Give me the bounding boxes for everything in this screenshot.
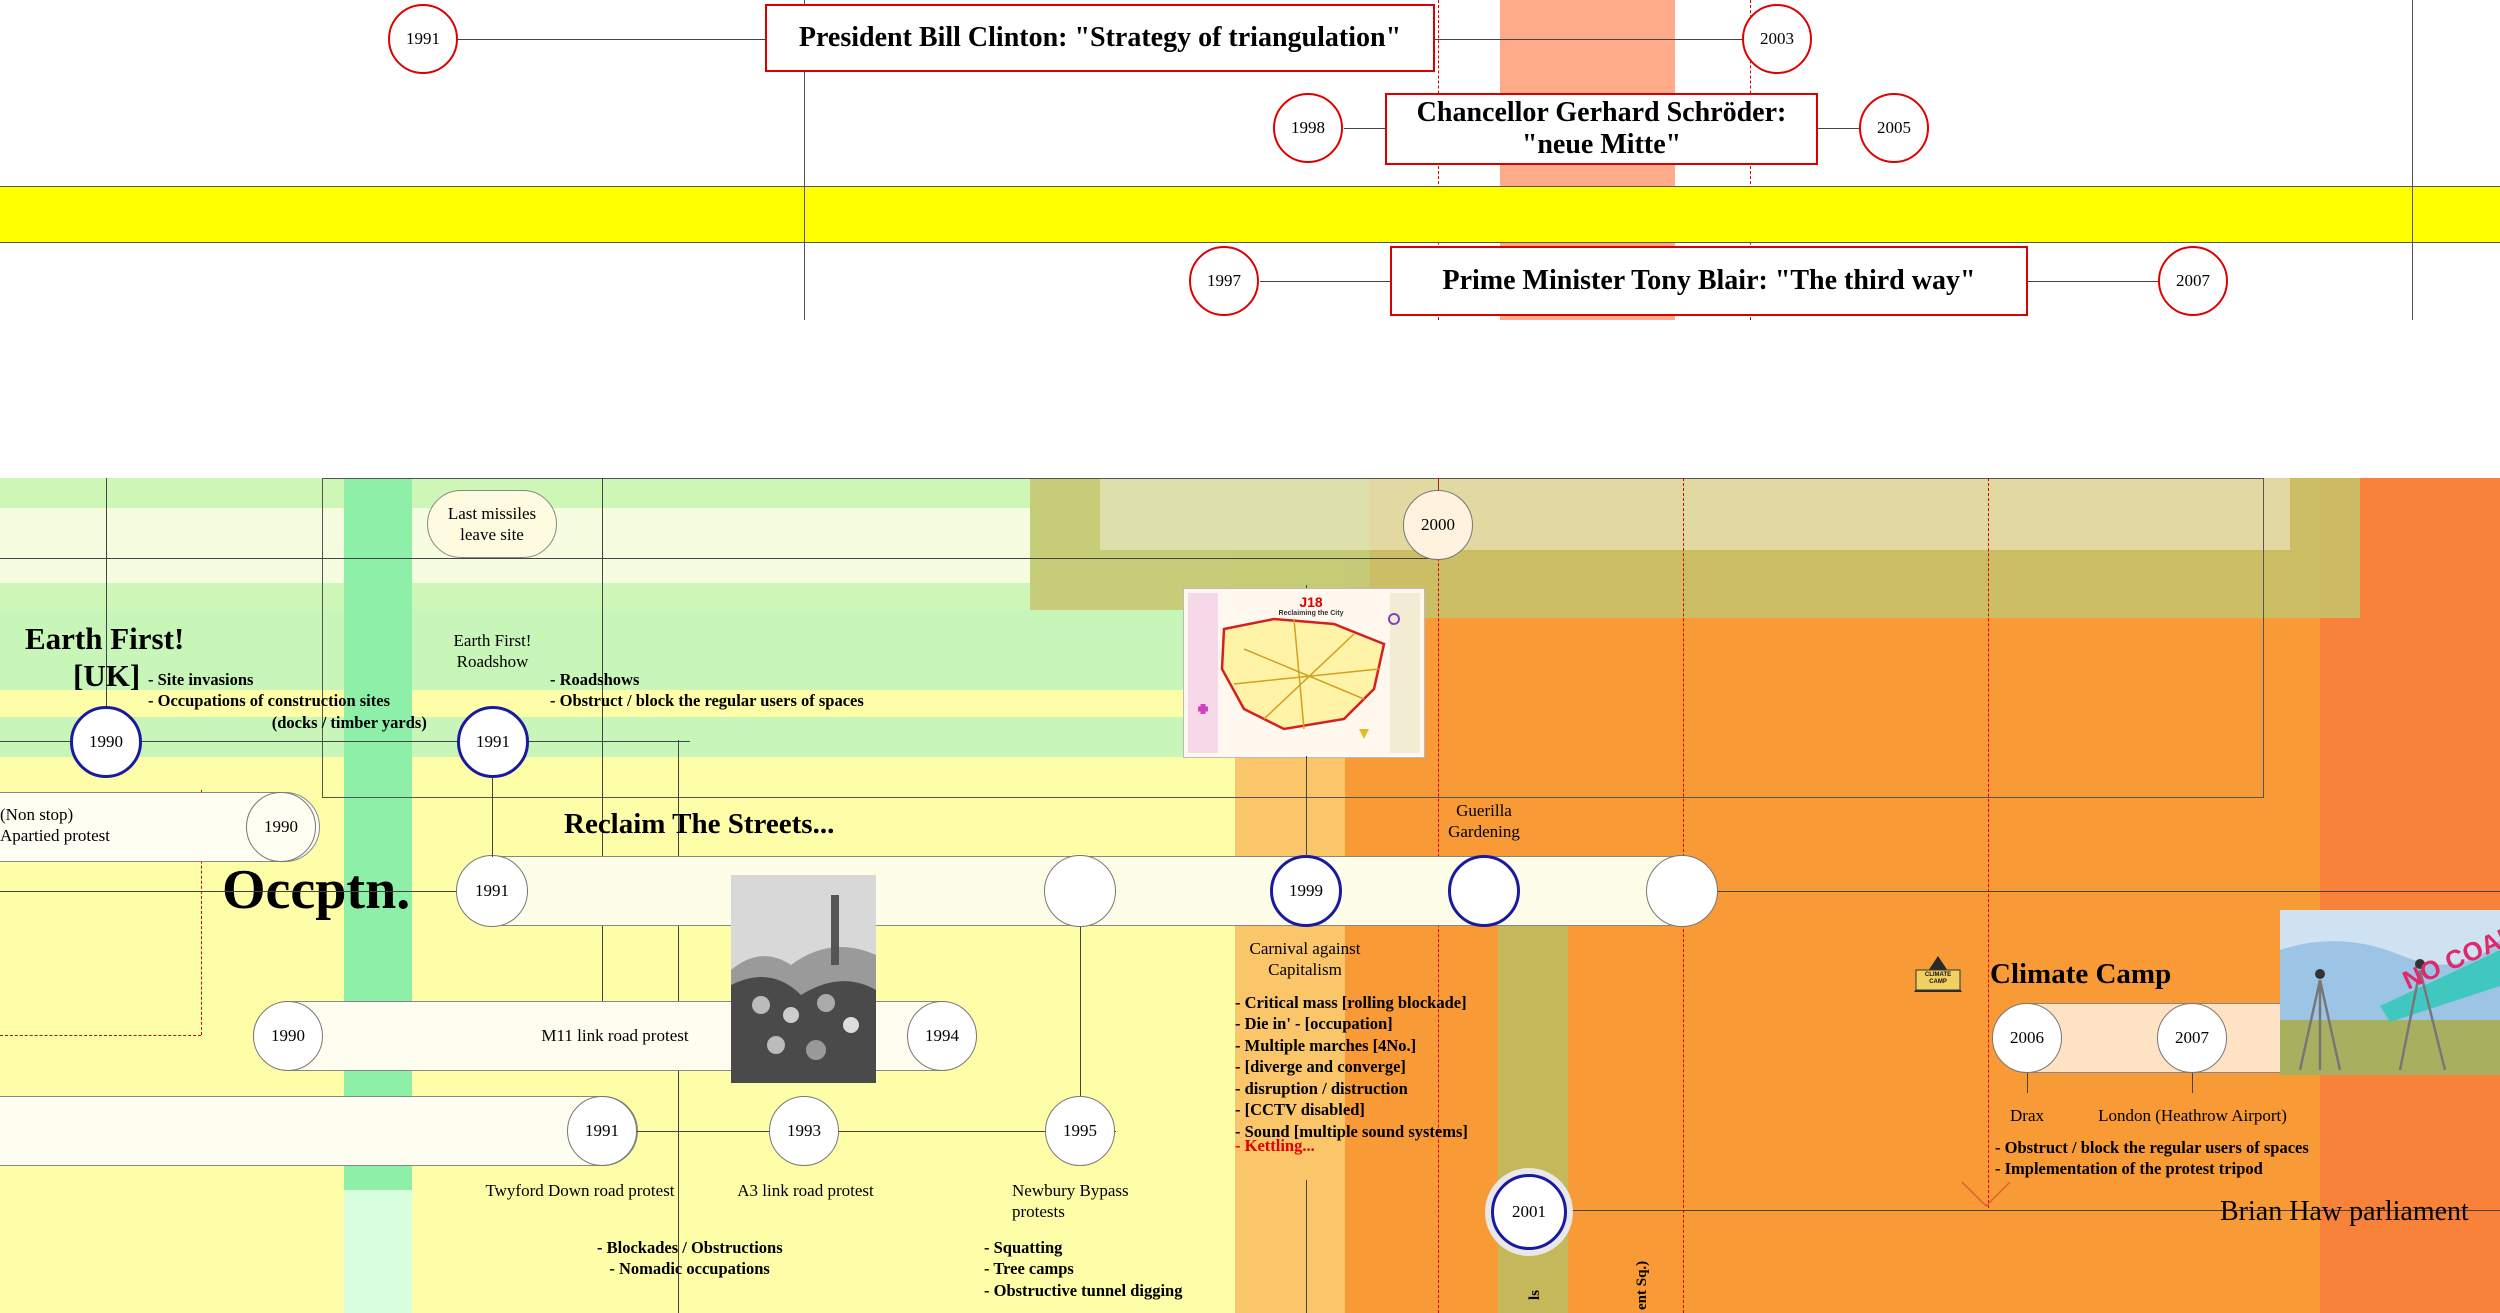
climate-camp-logo-line1: CLIMATE bbox=[1916, 972, 1960, 979]
blair-start-year: 1997 bbox=[1189, 246, 1259, 316]
twyford-pill bbox=[0, 1096, 638, 1166]
newbury-year: 1995 bbox=[1045, 1096, 1115, 1166]
rts-node-empty-1 bbox=[1044, 855, 1116, 927]
climate-camp-year-2006: 2006 bbox=[1992, 1003, 2062, 1073]
brian-year: 2001 bbox=[1491, 1174, 1567, 1250]
j18-connector bbox=[1306, 756, 1307, 856]
schroder-label-line2: "neue Mitte" bbox=[1522, 129, 1681, 161]
a3-year: 1993 bbox=[769, 1096, 839, 1166]
rts-node-end bbox=[1646, 855, 1718, 927]
roads-bullets-left: - Blockades / Obstructions - Nomadic occ… bbox=[597, 1237, 783, 1280]
schroder-label-line1: Chancellor Gerhard Schröder: bbox=[1417, 97, 1787, 129]
occptn-title: Occptn. bbox=[222, 858, 410, 922]
m11-label: M11 link road protest bbox=[520, 1025, 710, 1046]
london-label: London (Heathrow Airport) bbox=[2080, 1105, 2305, 1126]
vertical-text-left: ls bbox=[1527, 1290, 1544, 1300]
climate-camp-logo: CLIMATE CAMP bbox=[1908, 952, 1968, 1006]
schroder-end-year: 2005 bbox=[1859, 93, 1929, 163]
m11-start-year: 1990 bbox=[253, 1001, 323, 1071]
apartheid-year: 1990 bbox=[246, 792, 316, 862]
climate-camp-year-2007: 2007 bbox=[2157, 1003, 2227, 1073]
red-dashed-left-h bbox=[0, 1035, 201, 1036]
rts-mid-year: 1999 bbox=[1270, 855, 1342, 927]
blair-end-year: 2007 bbox=[2158, 246, 2228, 316]
missiles-line2: leave site bbox=[427, 524, 557, 545]
rts-node-guerilla bbox=[1448, 855, 1520, 927]
apartheid-line1: (Non stop) bbox=[0, 804, 110, 825]
j18-map-image: J18 Reclaiming the City bbox=[1183, 588, 1425, 758]
missiles-line1: Last missiles bbox=[427, 503, 557, 524]
rts-start-year: 1991 bbox=[456, 855, 528, 927]
red-arrow-lines bbox=[1960, 1180, 2012, 1210]
carnival-line1: Carnival against bbox=[1235, 938, 1375, 959]
red-arrow-icon bbox=[1960, 1180, 2012, 1210]
top-vertical-divider-right bbox=[2412, 0, 2413, 320]
climate-camp-logo-line2: CAMP bbox=[1916, 979, 1960, 986]
blair-label: Prime Minister Tony Blair: "The third wa… bbox=[1390, 246, 2028, 316]
rts-title: Reclaim The Streets... bbox=[564, 808, 834, 841]
guerilla-line1: Guerilla bbox=[1430, 800, 1538, 821]
earth-first-year: 1990 bbox=[70, 706, 142, 778]
climate-camp-bullets: - Obstruct / block the regular users of … bbox=[1995, 1137, 2309, 1180]
missiles-year: 2000 bbox=[1403, 490, 1473, 560]
j18-map-title-line2: Reclaiming the City bbox=[1266, 610, 1356, 618]
climate-camp-logo-text: CLIMATE CAMP bbox=[1916, 972, 1960, 986]
top-vertical-divider-left-overlay bbox=[804, 186, 805, 243]
climate-camp-photo-graphic bbox=[2280, 910, 2500, 1075]
schroder-start-year: 1998 bbox=[1273, 93, 1343, 163]
newbury-line1: Newbury Bypass bbox=[1012, 1180, 1172, 1201]
apartheid-line2: Apartied protest bbox=[0, 825, 110, 846]
drax-label: Drax bbox=[1990, 1105, 2064, 1126]
carnival-bullets: - Critical mass [rolling blockade] - Die… bbox=[1235, 992, 1468, 1142]
clinton-label: President Bill Clinton: "Strategy of tri… bbox=[765, 4, 1435, 72]
roadshow-bullets: - Roadshows - Obstruct / block the regul… bbox=[550, 669, 864, 712]
vertical-text-right: ent Sq.) bbox=[1634, 1261, 1651, 1310]
carnival-label: Carnival against Capitalism bbox=[1235, 938, 1375, 981]
vline-1306-low bbox=[1306, 1180, 1307, 1313]
roads-bullets-right: - Squatting - Tree camps - Obstructive t… bbox=[984, 1237, 1182, 1301]
london-tick bbox=[2192, 1073, 2193, 1093]
climate-camp-title: Climate Camp bbox=[1990, 958, 2171, 991]
j18-map-title-line1: J18 bbox=[1266, 595, 1356, 610]
olive-vertical-strip bbox=[1498, 915, 1568, 1313]
a3-label: A3 link road protest bbox=[718, 1180, 893, 1201]
twyford-label: Twyford Down road protest bbox=[470, 1180, 690, 1201]
rts-start-connector bbox=[492, 777, 493, 857]
red-dashed-lower-3 bbox=[1988, 478, 1989, 1208]
roadshow-line2: Roadshow bbox=[420, 651, 565, 672]
missiles-label: Last missiles leave site bbox=[427, 503, 557, 546]
kettling-label: - Kettling... bbox=[1235, 1135, 1315, 1156]
drax-tick bbox=[2027, 1073, 2028, 1093]
clinton-end-year: 2003 bbox=[1742, 4, 1812, 74]
yellow-band bbox=[0, 186, 2500, 243]
roadshow-label: Earth First! Roadshow bbox=[420, 630, 565, 673]
roads-timeline bbox=[636, 1131, 1116, 1132]
schroder-label: Chancellor Gerhard Schröder: "neue Mitte… bbox=[1385, 93, 1818, 165]
guerilla-line2: Gardening bbox=[1430, 821, 1538, 842]
protest-crowd-photo bbox=[731, 875, 876, 1083]
roadshow-line1: Earth First! bbox=[420, 630, 565, 651]
m11-end-year: 1994 bbox=[907, 1001, 977, 1071]
crowd-photo-graphic bbox=[731, 875, 876, 1083]
carnival-line2: Capitalism bbox=[1235, 959, 1375, 980]
earth-first-title-line1: Earth First! bbox=[25, 620, 184, 657]
brian-label: Brian Haw parliament bbox=[2220, 1194, 2469, 1229]
missile-line bbox=[0, 558, 1440, 559]
green-vertical-strip-pale bbox=[344, 1190, 412, 1313]
vline-600 bbox=[602, 478, 603, 1038]
j18-map-title: J18 Reclaiming the City bbox=[1266, 595, 1356, 618]
newbury-label: Newbury Bypass protests bbox=[1000, 1180, 1172, 1223]
apartheid-label: (Non stop) Apartied protest bbox=[0, 804, 110, 847]
twyford-year: 1991 bbox=[567, 1096, 637, 1166]
climate-camp-photo: NO COAL bbox=[2280, 910, 2500, 1075]
newbury-line2: protests bbox=[1012, 1201, 1172, 1222]
roadshow-year: 1991 bbox=[457, 706, 529, 778]
earth-first-bullets: - Site invasions - Occupations of constr… bbox=[148, 669, 427, 733]
guerilla-label: Guerilla Gardening bbox=[1430, 800, 1538, 843]
top-vertical-divider-right-overlay bbox=[2412, 186, 2413, 243]
clinton-start-year: 1991 bbox=[388, 4, 458, 74]
